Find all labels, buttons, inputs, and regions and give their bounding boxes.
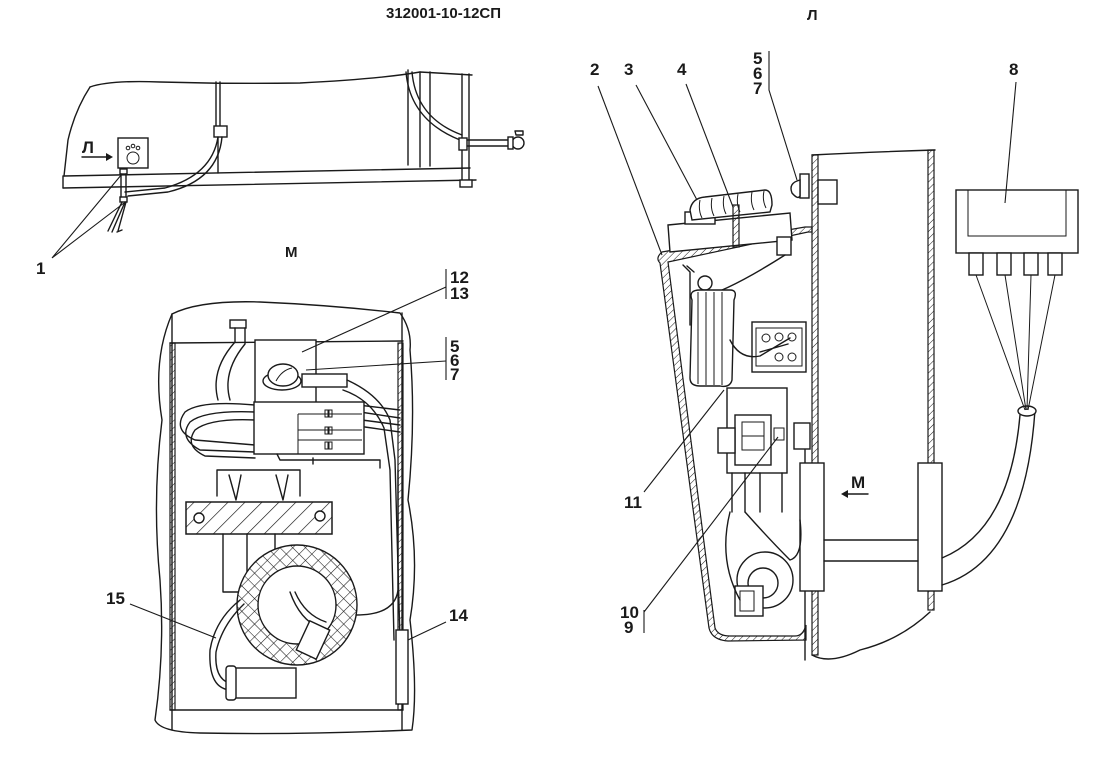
housing-outline: [154, 301, 416, 735]
callout-12: 12: [450, 268, 469, 287]
callout-6b: 6: [450, 351, 459, 370]
leader-5-6-7: [768, 51, 798, 181]
arrow-head: [106, 153, 113, 161]
panel-left-edge: [63, 86, 91, 177]
leader-4: [685, 83, 734, 208]
callout-14: 14: [449, 606, 468, 625]
view-m-header: М: [285, 244, 298, 261]
leader-1: [51, 173, 125, 259]
clamp-tabs: [228, 474, 289, 501]
callout-8: 8: [1009, 60, 1018, 79]
relay-block: [253, 401, 365, 455]
grommet-right: [917, 462, 943, 592]
leader-8: [1004, 81, 1017, 204]
heater-coil: [689, 289, 737, 388]
screw: [314, 510, 326, 522]
panel-bottom-edge: [62, 179, 477, 189]
callout-3: 3: [624, 60, 633, 79]
cable: [124, 136, 219, 193]
wall-section: [811, 154, 819, 656]
leader-14: [407, 621, 447, 641]
callout-7: 7: [753, 79, 762, 98]
callout-4: 4: [677, 60, 687, 79]
clamp-bar: [185, 501, 333, 535]
callout-5b: 5: [450, 337, 459, 356]
panel-top-edge: [89, 71, 473, 88]
leader-2: [597, 85, 663, 256]
callout-5: 5: [753, 49, 762, 68]
view-l-header: Л: [807, 7, 818, 24]
view-l: М 2 3 4 5 6 7 8 11 10 9: [590, 49, 1079, 661]
overview-view: Л 1: [36, 69, 525, 278]
callout-9: 9: [624, 618, 633, 637]
sensor-unit: [117, 137, 149, 169]
connector-8: [955, 189, 1079, 254]
screw: [193, 512, 205, 524]
wall-section-right: [927, 149, 935, 611]
panel-lower-edge: [63, 167, 471, 177]
leader-15: [129, 603, 217, 639]
nut: [817, 179, 838, 205]
pipe: [823, 539, 919, 562]
leader-5-6-7b: [305, 360, 447, 371]
stud: [732, 204, 740, 248]
washer: [799, 173, 810, 199]
cable-clip: [213, 125, 228, 138]
cable-coil: [179, 402, 256, 459]
right-frame: [407, 69, 470, 187]
callout-7b: 7: [450, 365, 459, 384]
grommet: [799, 462, 825, 592]
leader-11: [643, 389, 725, 493]
seal-strip: [395, 629, 409, 705]
callout-1: 1: [36, 259, 45, 278]
arrow-head: [841, 490, 848, 498]
callout-6: 6: [753, 64, 762, 83]
callout-13: 13: [450, 284, 469, 303]
callout-10: 10: [620, 603, 639, 622]
arrow-l-label: Л: [82, 138, 94, 157]
arrow-m-label: М: [851, 473, 865, 492]
wires: [975, 274, 1056, 411]
capacitor: [229, 667, 297, 699]
cable-ends: [107, 201, 127, 233]
leader-3: [635, 84, 698, 201]
leader-12-13: [301, 286, 447, 353]
valve: [511, 136, 525, 150]
callout-11: 11: [624, 493, 642, 512]
document-code: 312001-10-12СП: [386, 5, 501, 22]
harness-cable: [941, 409, 1036, 586]
thermostat-sensor: [301, 373, 348, 388]
callout-15: 15: [106, 589, 125, 608]
screw-head: [790, 179, 801, 199]
view-m: 14 15 12 13 5 6 7: [106, 268, 469, 735]
callout-2: 2: [590, 60, 599, 79]
leader-9-10: [643, 436, 779, 613]
hose: [215, 327, 246, 401]
thermostat-knob: [267, 363, 299, 387]
